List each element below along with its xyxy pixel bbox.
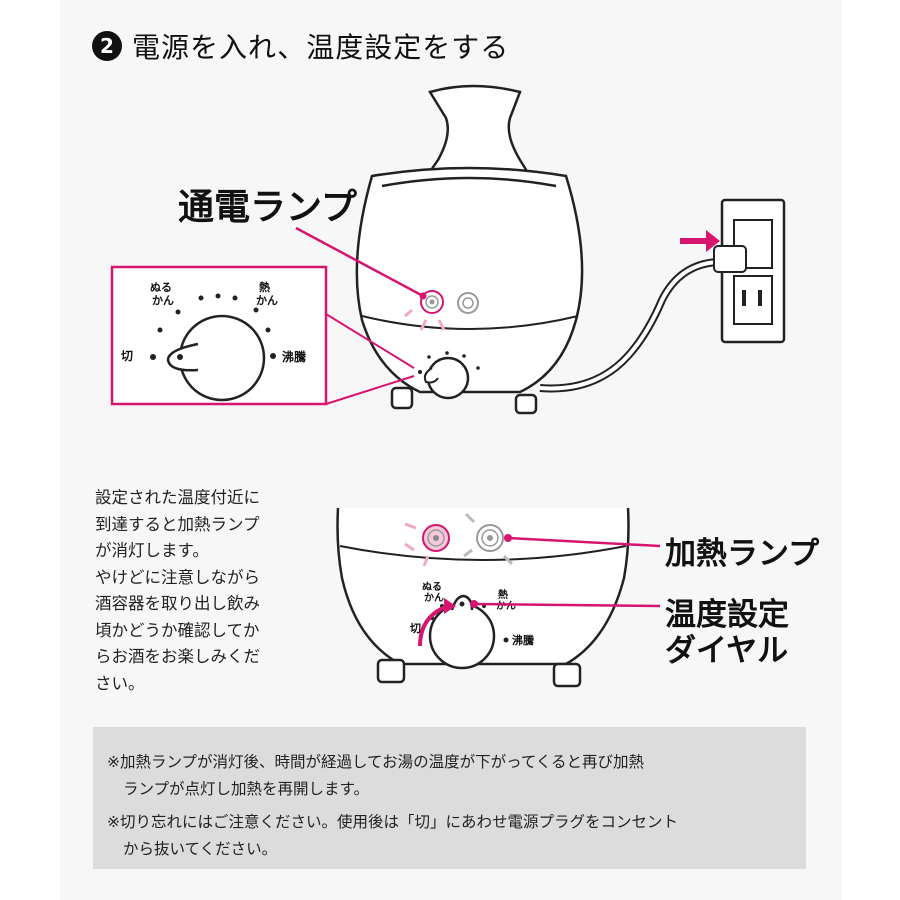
heating-lamp-top — [457, 292, 479, 314]
warmer-body — [355, 166, 584, 394]
description-line: 酒容器を取り出し飲み — [95, 594, 260, 613]
note-1-line-1: ※加熱ランプが消灯後、時間が経過してお湯の温度が下がってくると再び加熱 — [107, 753, 645, 771]
dial-zoom-box: 切 ぬる かん 熱 かん 沸騰 — [110, 265, 415, 406]
warmer-foot-left — [390, 386, 414, 410]
warmer-foot-right — [514, 393, 538, 415]
zoom-dial-label-boiling: 沸騰 — [282, 349, 307, 364]
zoom-dial-label-off: 切 — [121, 349, 133, 363]
temp-dial-callout-line2: ダイヤル — [665, 633, 789, 669]
zoom-dial-label-hot-2: かん — [256, 294, 278, 307]
description-line: さい。 — [95, 673, 145, 693]
zoom-dial-pointer — [166, 342, 199, 372]
dial-turn-arrow — [418, 604, 449, 647]
description-line: が消灯します。 — [95, 541, 209, 560]
closeup-label-hot-1: 熱 — [498, 588, 508, 601]
temp-dial-callout-line1: 温度設定 — [665, 597, 789, 633]
power-lamp-callout: 通電ランプ — [178, 187, 357, 228]
description-line: 頃かどうか確認してか — [95, 620, 260, 640]
description-line: やけどに注意しながら — [95, 567, 260, 587]
zoom-dial-label-hot-1: 熱 — [259, 280, 270, 294]
closeup-label-lukewarm-2: かん — [424, 592, 444, 604]
power-lamp-top — [404, 290, 446, 331]
zoom-dial-label-lukewarm-1: ぬる — [150, 281, 172, 294]
note-item-2: ※切り忘れにはご注意ください。使用後は「切」にあわせ電源プラグをコンセント から… — [107, 809, 678, 863]
note-2-line-1: ※切り忘れにはご注意ください。使用後は「切」にあわせ電源プラグをコンセント — [107, 813, 678, 831]
sake-warmer-illustration — [355, 84, 584, 415]
closeup-band — [339, 545, 627, 561]
heating-lamp-callout: 加熱ランプ — [665, 536, 820, 572]
note-2-line-2: から抜いてください。 — [123, 840, 278, 858]
step-number-badge: 2 — [92, 31, 122, 61]
closeup-foot-right — [552, 662, 582, 688]
note-1-line-2: ランプが点灯し加熱を再開します。 — [123, 780, 369, 798]
closeup-label-off: 切 — [410, 622, 421, 635]
description-line: 到達すると加熱ランプ — [95, 514, 260, 534]
step-heading: 2 電源を入れ、温度設定をする — [92, 26, 509, 66]
description-text: 設定された温度付近に 到達すると加熱ランプ が消灯します。 やけどに注意しながら… — [95, 485, 310, 697]
closeup-label-lukewarm-1: ぬる — [422, 581, 442, 593]
plug-arrow — [680, 230, 720, 252]
description-line: 設定された温度付近に — [95, 488, 260, 507]
closeup-power-lamp — [404, 522, 450, 567]
closeup-label-boiling: 沸騰 — [512, 633, 534, 647]
note-item-1: ※加熱ランプが消灯後、時間が経過してお湯の温度が下がってくると再び加熱 ランプが… — [107, 749, 644, 803]
closeup-heating-lamp — [463, 512, 514, 566]
closeup-foot-left — [376, 658, 406, 684]
zoom-dial-label-lukewarm-2: かん — [152, 294, 174, 307]
caution-note-box: ※加熱ランプが消灯後、時間が経過してお湯の温度が下がってくると再び加熱 ランプが… — [93, 727, 806, 869]
closeup-label-hot-2: かん — [496, 600, 516, 612]
description-line: らお酒をお楽しみくだ — [95, 647, 260, 666]
power-cord-outlet — [539, 198, 786, 393]
warmer-rim — [381, 176, 557, 188]
step-title: 電源を入れ、温度設定をする — [132, 31, 510, 64]
body-dial-small — [418, 351, 480, 400]
heating-lamp-pointer — [507, 536, 661, 548]
power-lamp-pointer — [295, 226, 424, 298]
warmer-band — [361, 315, 579, 330]
temp-dial-pointer — [473, 602, 661, 608]
